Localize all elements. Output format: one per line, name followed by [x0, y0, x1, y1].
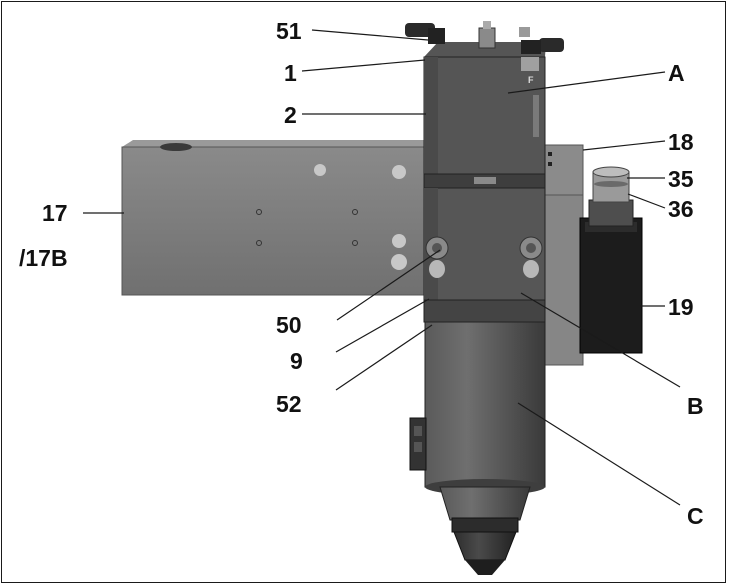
callout-50: 50	[276, 312, 302, 338]
upper-module: F	[423, 42, 546, 178]
leader-C	[517, 402, 681, 506]
callout-52: 52	[276, 391, 302, 417]
callout-35: 35	[668, 166, 694, 192]
leader-lines	[83, 29, 681, 506]
callout-A: A	[668, 60, 685, 86]
callout-17b: /17B	[19, 245, 68, 271]
connector	[588, 166, 634, 227]
callout-36: 36	[668, 196, 694, 222]
callout-B: B	[687, 393, 704, 419]
callout-9: 9	[290, 348, 303, 374]
electronics-box	[579, 217, 643, 354]
middle-module	[423, 173, 546, 301]
callout-18: 18	[668, 129, 694, 155]
leader-36	[627, 193, 666, 209]
leader-A	[507, 71, 666, 94]
leader-18	[582, 140, 666, 151]
callout-19: 19	[668, 294, 694, 320]
callout-17: 17	[42, 200, 68, 226]
callout-51: 51	[276, 18, 302, 44]
mounting-arm	[121, 140, 430, 296]
leader-9	[335, 298, 430, 353]
leader-51	[311, 29, 429, 41]
callout-1: 1	[284, 60, 297, 86]
callout-C: C	[687, 503, 704, 529]
leader-52	[335, 324, 433, 391]
leader-B	[520, 292, 681, 388]
callout-2: 2	[284, 102, 297, 128]
leader-1	[301, 59, 426, 72]
leader-50	[336, 249, 441, 321]
top-fittings	[405, 21, 564, 71]
lower-cylinder	[409, 321, 546, 575]
engraved-f-label: F	[528, 75, 534, 85]
